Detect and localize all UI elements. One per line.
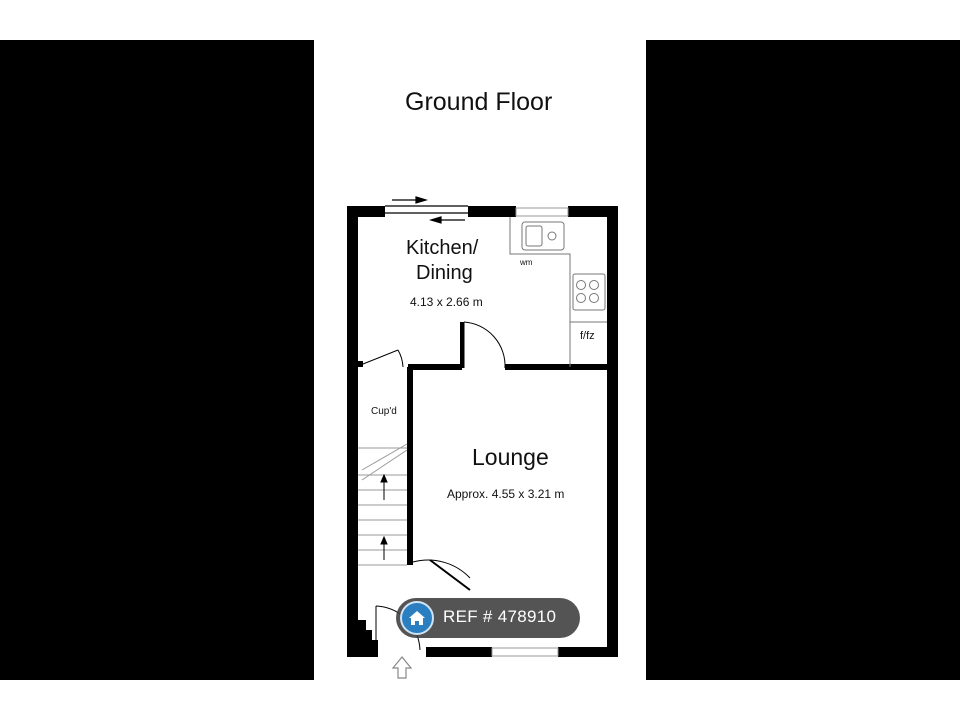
cupboard-label: Cup'd [371, 406, 397, 417]
letterbox-left [0, 40, 314, 680]
lounge-label: Lounge [472, 444, 549, 470]
plan-title: Ground Floor [405, 88, 553, 116]
kitchen-units [509, 217, 607, 367]
reference-label: REF # 478910 [443, 607, 557, 626]
outer-walls [347, 206, 618, 657]
wall-right [607, 206, 618, 657]
patio-doors [385, 196, 468, 224]
wall-bottom-mid [426, 647, 492, 657]
floor-plan-panel [314, 40, 646, 680]
stair-step-3 [358, 640, 378, 657]
kitchen-dimensions: 4.13 x 2.66 m [410, 295, 483, 309]
wall-top-right [568, 206, 618, 217]
door-swings [362, 321, 506, 655]
wall-top-mid [468, 206, 516, 217]
windows [491, 207, 569, 657]
wall-int-left [347, 361, 363, 367]
washing-machine-label: wm [520, 258, 533, 267]
fridge-freezer-label: f/fz [580, 330, 595, 342]
wall-left [347, 206, 358, 657]
entrance-arrow-icon [391, 656, 413, 679]
kitchen-label-line2: Dining [416, 262, 473, 284]
lounge-dimensions: Approx. 4.55 x 3.21 m [447, 487, 565, 501]
staircase [358, 443, 408, 566]
wall-hall [407, 367, 413, 565]
kitchen-label-line1: Kitchen/ [406, 237, 479, 259]
wall-int-right [505, 364, 607, 370]
wall-top-left [347, 206, 385, 217]
wall-kitchen-stub [460, 322, 464, 368]
letterbox-right [646, 40, 960, 680]
home-icon [400, 601, 434, 635]
kitchen-label: Kitchen/ Dining [406, 236, 478, 286]
wall-bottom-right [558, 647, 618, 657]
wall-int-mid [408, 364, 462, 370]
